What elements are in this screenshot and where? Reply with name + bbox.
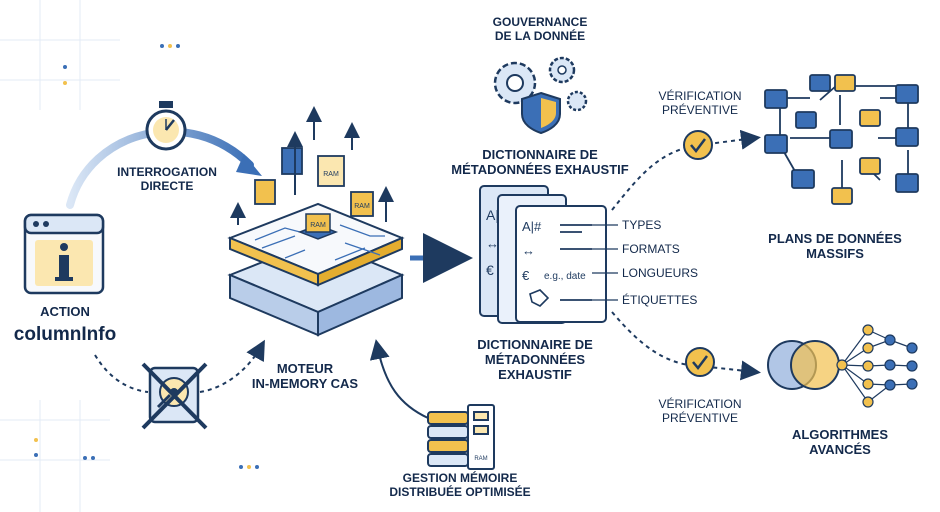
dictionary-top-line2: MÉTADONNÉES EXHAUSTIF (451, 161, 629, 177)
stopwatch-icon (145, 101, 187, 151)
gears-shield-icon (493, 56, 588, 135)
dictionary-bottom-line3: EXHAUSTIF (498, 366, 572, 382)
action-line2: columnInfo (13, 324, 117, 345)
in-memory-engine-chip: RAM (227, 202, 405, 337)
engine-ram-label: RAM (310, 222, 326, 229)
memory-stack-icon (427, 404, 495, 470)
disk-dashed-path (94, 354, 149, 393)
tag-etiquettes: ÉTIQUETTES (622, 293, 698, 307)
memory-to-engine-arrow (369, 339, 429, 419)
governance-label: GOUVERNANCE DE LA DONNÉE (470, 15, 610, 44)
action-line1: ACTION (40, 304, 90, 319)
doc-formats-icon: ↔ (522, 243, 535, 258)
check-top-line1: VÉRIFICATION (658, 89, 742, 103)
interrogation-line1: INTERROGATION (117, 165, 217, 179)
dictionary-top-line1: DICTIONNAIRE DE (482, 147, 598, 162)
memory-label: GESTION MÉMOIRE DISTRIBUÉE OPTIMISÉE (375, 471, 545, 500)
action-name: columnInfo (0, 324, 130, 346)
algos-label: ALGORITHMES AVANCÉS (780, 427, 900, 458)
svg-text:€: € (486, 262, 494, 278)
algos-line1: ALGORITHMES (791, 427, 889, 442)
tag-types: TYPES (622, 218, 662, 232)
dictionary-bottom-label: DICTIONNAIRE DE MÉTADONNÉES EXHAUSTIF (460, 337, 610, 383)
memory-ram-label: RAM (474, 456, 487, 462)
background-grid (0, 0, 120, 512)
interrogation-arc (66, 127, 254, 209)
cube-ram-label-2: RAM (354, 203, 370, 210)
algos-line2: AVANCÉS (809, 441, 871, 457)
data-cubes (254, 147, 374, 217)
tag-formats: FORMATS (622, 242, 680, 256)
tag-longueurs: LONGUEURS (622, 266, 699, 280)
check-bottom-line1: VÉRIFICATION (658, 397, 742, 411)
interrogation-label: INTERROGATION DIRECTE (102, 165, 232, 194)
check-top-line2: PRÉVENTIVE (661, 102, 739, 117)
check-badge-top (683, 130, 713, 160)
venn-icon (767, 340, 840, 390)
doc-length-icon: € (522, 268, 530, 283)
to-algos-dashed (611, 311, 761, 381)
action-label: ACTION (10, 304, 120, 320)
decor-dots (34, 44, 259, 469)
dictionary-top-label: DICTIONNAIRE DE MÉTADONNÉES EXHAUSTIF (440, 147, 640, 178)
svg-text:A|: A| (486, 207, 499, 223)
dictionary-bottom-line2: MÉTADONNÉES (484, 351, 586, 367)
metadata-documents: A| ↔ € (479, 185, 607, 324)
plans-line2: MASSIFS (806, 245, 864, 261)
doc-example-text: e.g., date (544, 271, 586, 282)
check-bottom-label: VÉRIFICATION PRÉVENTIVE (640, 397, 760, 426)
plans-label: PLANS DE DONNÉES MASSIFS (760, 231, 910, 262)
check-top-label: VÉRIFICATION PRÉVENTIVE (640, 89, 760, 118)
neural-network-icon (836, 324, 918, 408)
memory-line2: DISTRIBUÉE OPTIMISÉE (389, 484, 531, 499)
memory-line1: GESTION MÉMOIRE (402, 471, 518, 485)
governance-line1: GOUVERNANCE (492, 15, 588, 29)
check-bottom-line2: PRÉVENTIVE (661, 410, 739, 425)
tag-connectors (592, 224, 618, 301)
crossed-disk-icon (141, 362, 208, 430)
engine-line2: IN-MEMORY CAS (251, 375, 359, 391)
engine-label: MOTEUR IN-MEMORY CAS (245, 361, 365, 392)
doc-types-icon: A|# (522, 219, 542, 234)
engine-line1: MOTEUR (276, 361, 334, 376)
interrogation-line2: DIRECTE (140, 178, 194, 193)
check-badge-bottom (685, 347, 715, 377)
cube-ram-label: RAM (323, 171, 339, 178)
upward-arrows (230, 106, 394, 225)
info-window-icon (23, 213, 105, 295)
interrogation-arrowhead (236, 154, 262, 176)
svg-text:↔: ↔ (486, 236, 499, 251)
governance-line2: DE LA DONNÉE (494, 28, 586, 43)
plans-line1: PLANS DE DONNÉES (768, 231, 902, 246)
data-plans-network (764, 74, 919, 205)
dictionary-bottom-line1: DICTIONNAIRE DE (477, 337, 593, 352)
